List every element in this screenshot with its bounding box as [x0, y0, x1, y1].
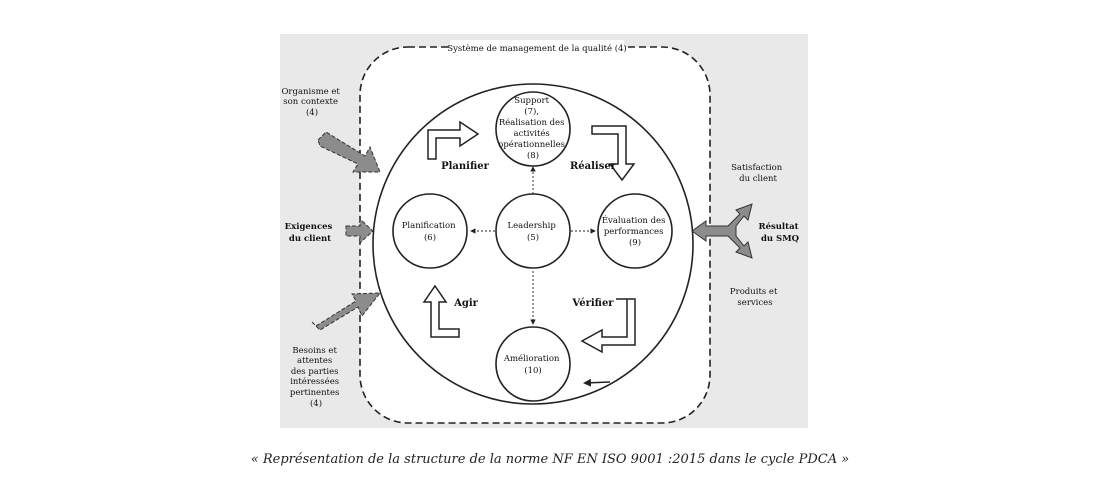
agir-arrow — [422, 284, 460, 338]
planification-label: Planification (6) — [402, 221, 459, 243]
verifier-arrow — [580, 298, 636, 354]
organisme-label: Organisme et son contexte (4) — [281, 87, 342, 118]
support-node — [495, 91, 571, 167]
leadership-label: Leadership (5) — [508, 221, 559, 243]
planification-node — [392, 193, 468, 269]
output-arrows — [691, 203, 753, 259]
evaluation-label: Évaluation des performances (9) — [602, 214, 668, 248]
verifier-label: Vérifier — [571, 298, 614, 309]
qms-label: Système de management de la qualité (4) — [447, 43, 627, 54]
resultat-label: Résultat du SMQ — [759, 221, 802, 244]
planifier-arrow — [427, 120, 480, 160]
organisme-arrow — [317, 131, 381, 173]
pdca-diagram: Système de management de la qualité (4) … — [280, 34, 808, 428]
pdca-arrows — [422, 120, 636, 354]
amelioration-node — [495, 326, 571, 402]
satisfaction-label: Satisfaction du client — [731, 163, 785, 184]
figure-caption: « Représentation de la structure de la n… — [250, 452, 850, 467]
realiser-arrow — [591, 125, 636, 182]
produits-label: Produits et services — [730, 287, 780, 308]
input-arrows — [311, 131, 382, 331]
amelioration-label: Amélioration (10) — [503, 353, 562, 376]
planifier-label: Planifier — [441, 161, 490, 172]
besoins-arrow — [311, 292, 382, 331]
exigences-arrow — [345, 217, 374, 245]
support-label: Support (7), Réalisation des activités o… — [498, 96, 567, 161]
besoins-label: Besoins et attentes des parties intéress… — [290, 346, 342, 409]
agir-label: Agir — [453, 298, 479, 309]
realiser-label: Réaliser — [570, 161, 617, 172]
exigences-label: Exigences du client — [285, 222, 336, 244]
evaluation-node — [597, 193, 673, 269]
resultat-double-arrow — [691, 203, 753, 259]
leadership-node — [495, 193, 571, 269]
